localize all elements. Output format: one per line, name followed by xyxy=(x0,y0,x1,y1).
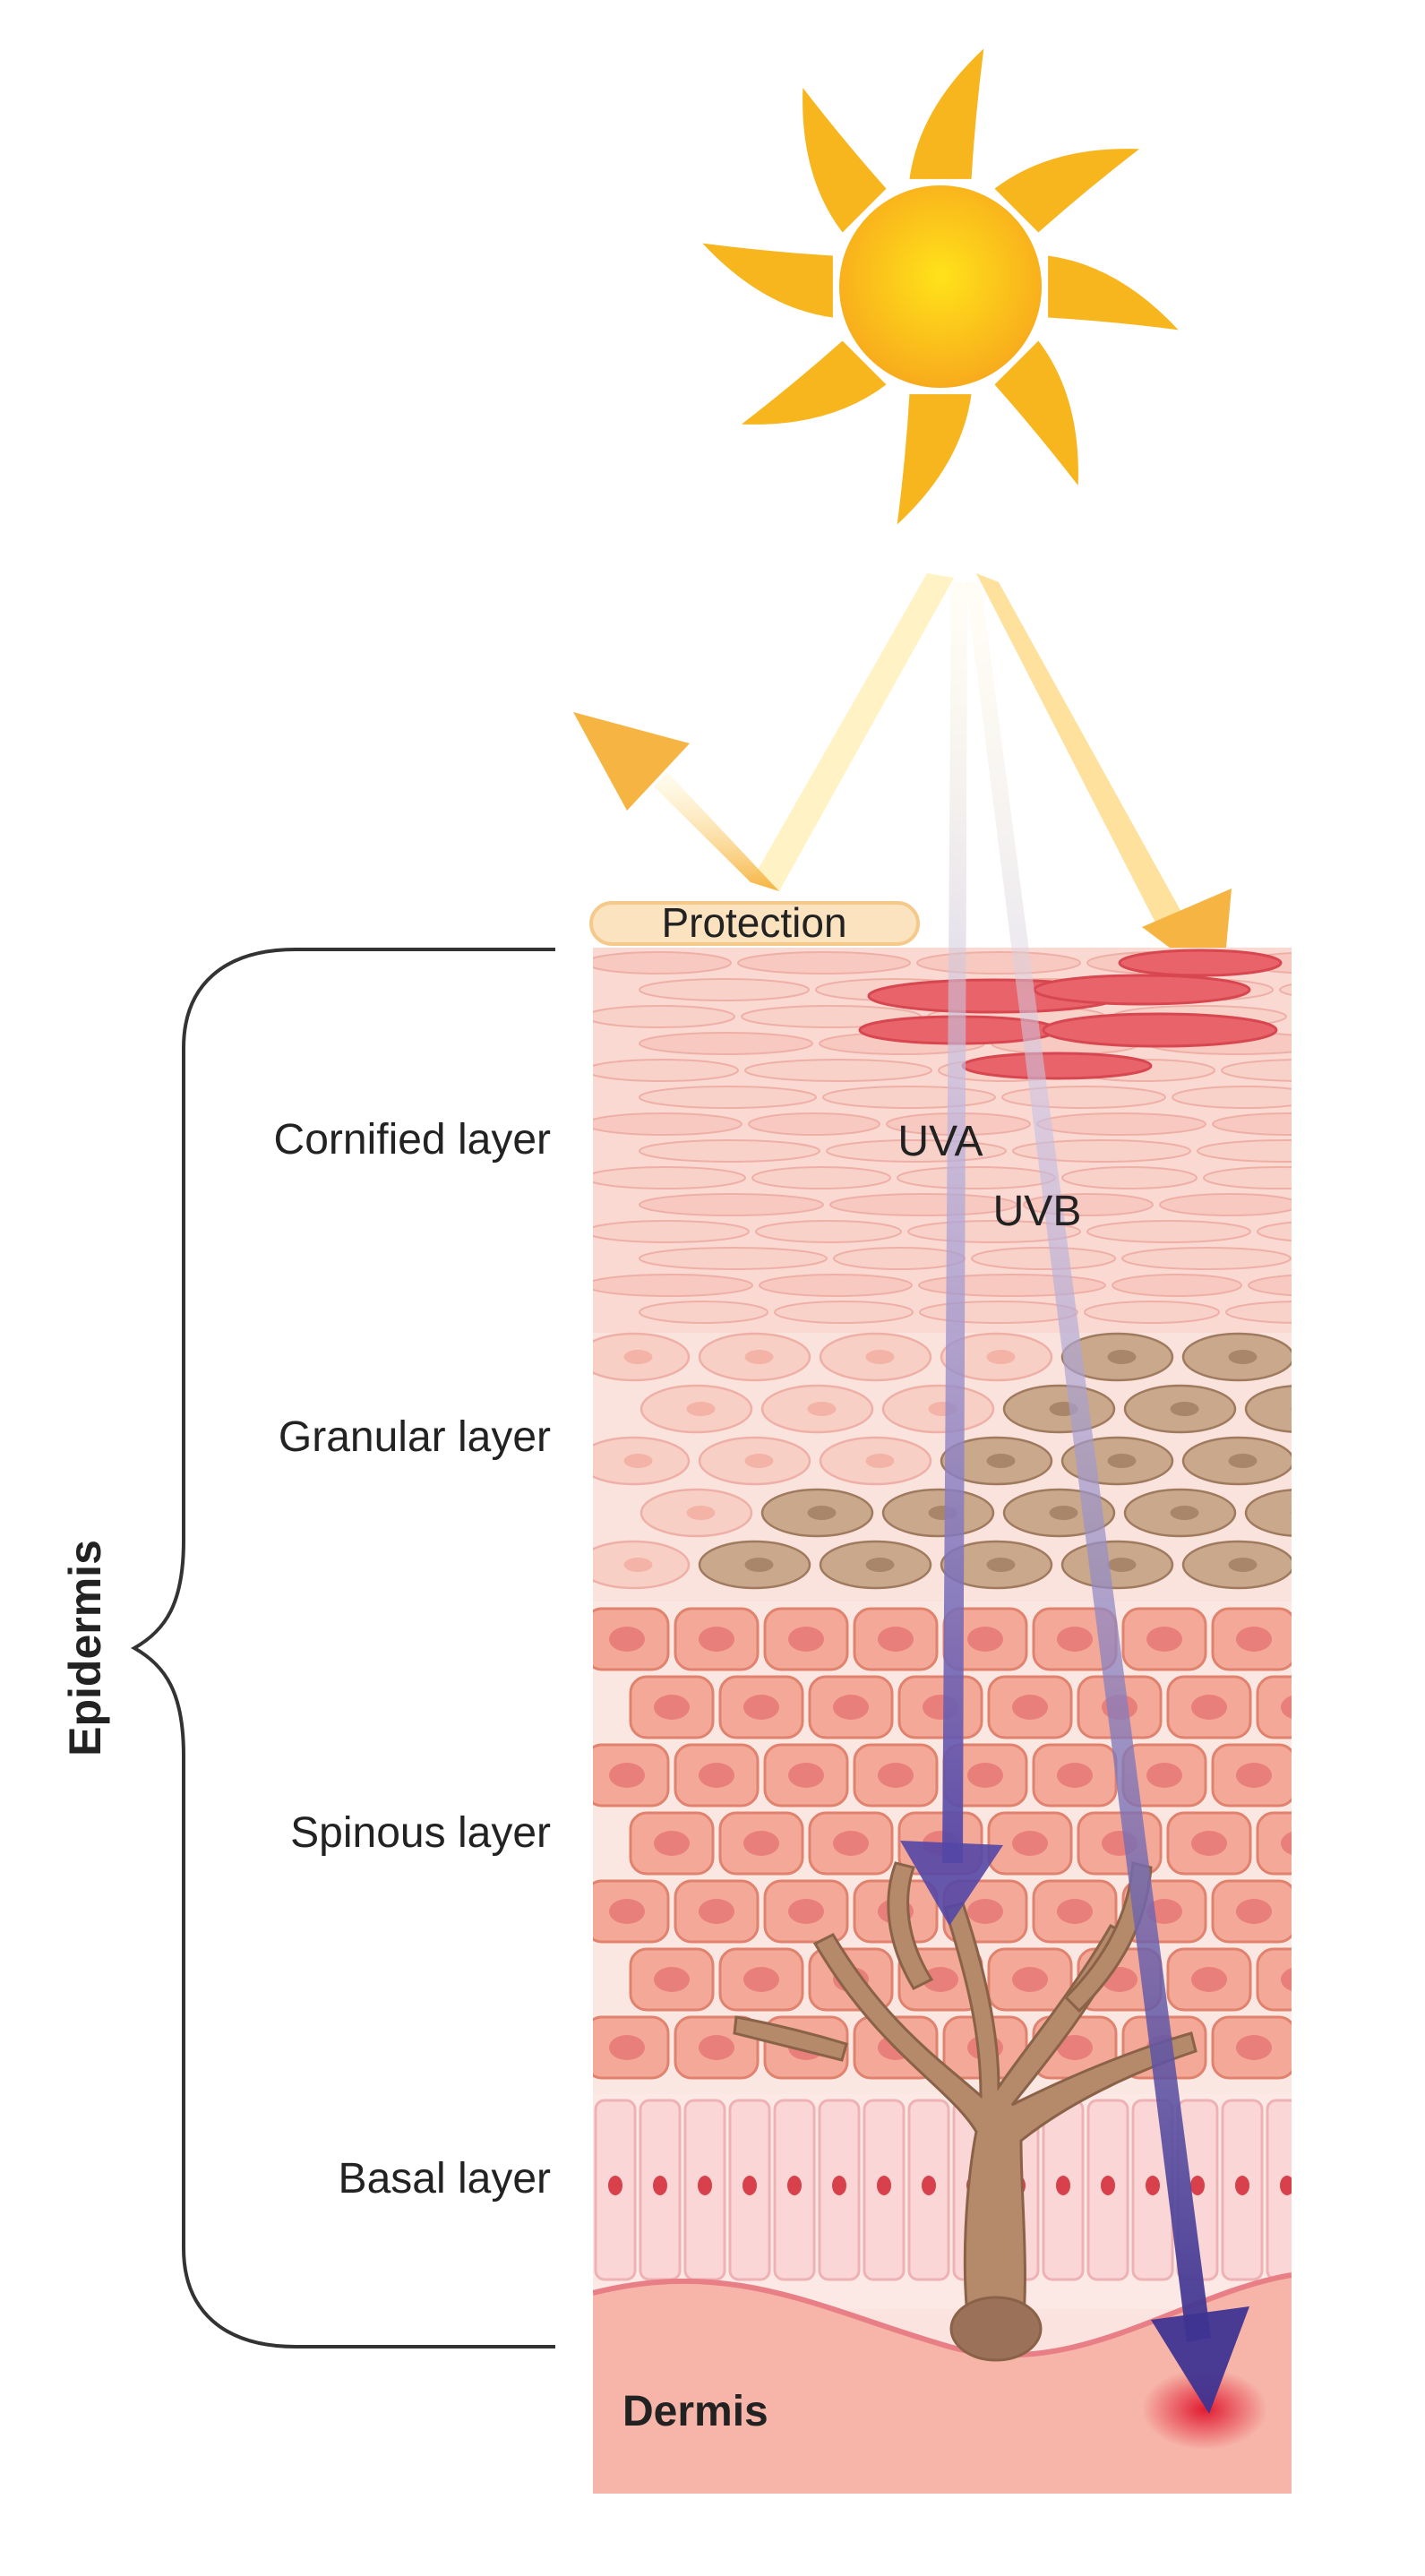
cornified-cell xyxy=(897,1166,1056,1189)
spinous-cell xyxy=(1302,1745,1385,1806)
skin-block xyxy=(593,948,1425,2494)
cornified-cell xyxy=(1279,983,1292,996)
cornified-cell xyxy=(751,1166,891,1189)
uva-arrow-icon xyxy=(900,582,1003,1926)
uva-label: UVA xyxy=(897,1118,983,1165)
cornified-cell xyxy=(755,1220,902,1243)
cornified-cell xyxy=(593,1005,735,1028)
cornified-cell xyxy=(1159,1193,1292,1216)
basal-layer-label: Basal layer xyxy=(339,2155,551,2202)
burned-surface-cells xyxy=(858,949,1283,1080)
sun-ray xyxy=(909,48,984,179)
cornified-cell xyxy=(639,1086,817,1109)
cornified-cell xyxy=(1293,1006,1425,1027)
cornified-cell xyxy=(1036,1112,1206,1136)
cornified-cell xyxy=(822,1086,996,1109)
melanocyte-icon xyxy=(733,1861,1198,2362)
cornified-cell xyxy=(1203,1166,1292,1189)
spinous-cell xyxy=(1256,1947,1292,2012)
epidermis-label: Epidermis xyxy=(60,1540,110,1756)
cornified-cell xyxy=(1221,1059,1292,1082)
cornified-cell xyxy=(639,1193,824,1216)
cornified-cell xyxy=(759,1274,913,1297)
sun-ray xyxy=(803,87,887,233)
cornified-cell xyxy=(639,1301,768,1324)
cornified-cell xyxy=(1086,1220,1251,1243)
cornified-cell xyxy=(593,951,732,975)
spinous-cell xyxy=(1302,1881,1385,1942)
cornified-layer-label: Cornified layer xyxy=(274,1116,551,1163)
reflected-ray-arrow xyxy=(573,712,779,891)
cornified-cell xyxy=(593,1112,743,1136)
cornified-cell xyxy=(916,951,1081,975)
cornified-cell xyxy=(1225,1301,1292,1324)
cornified-cell xyxy=(774,1301,914,1324)
cornified-cell xyxy=(1257,1221,1292,1242)
cornified-cell xyxy=(1248,1274,1292,1297)
damage-spot-icon xyxy=(1142,2369,1267,2450)
spinous-cell xyxy=(1256,1675,1292,1739)
sun-ray xyxy=(1048,255,1179,331)
incoming-ray-left xyxy=(751,573,954,891)
sun-ray xyxy=(702,243,833,318)
granular-layer-label: Granular layer xyxy=(279,1413,551,1461)
melanin-granule-cell xyxy=(1304,1541,1414,1588)
cornified-cell xyxy=(971,1247,1116,1270)
protection-badge: Protection xyxy=(589,899,920,946)
epidermis-brace xyxy=(130,948,555,2348)
cornified-cell xyxy=(829,1193,1017,1216)
cornified-cell xyxy=(919,1301,1078,1324)
cornified-cell xyxy=(748,1112,880,1136)
sun-icon xyxy=(702,48,1179,525)
cornified-cell xyxy=(639,978,810,1001)
spinous-layer-label: Spinous layer xyxy=(290,1809,551,1857)
cornified-cell xyxy=(593,1220,750,1243)
dermis-region xyxy=(593,2275,1292,2494)
dermis-label: Dermis xyxy=(622,2388,768,2435)
sun-ray xyxy=(994,149,1140,233)
cornified-cell xyxy=(593,1166,746,1189)
cornified-cell xyxy=(639,1139,820,1163)
cornified-cell xyxy=(593,1059,739,1082)
cornified-cell xyxy=(1084,1301,1220,1324)
cornified-cell xyxy=(1001,1086,1166,1109)
spinous-cell xyxy=(1302,1609,1385,1670)
sun-ray xyxy=(897,394,972,525)
melanin-granule-cell xyxy=(1244,1489,1292,1537)
incoming-ray-right xyxy=(976,573,1182,923)
spinous-cell xyxy=(1302,2017,1385,2078)
cornified-cell xyxy=(1197,1139,1292,1163)
melanin-granule-cell xyxy=(1244,1385,1292,1433)
protection-label: Protection xyxy=(661,899,846,946)
uvb-label: UVB xyxy=(993,1188,1082,1235)
melanin-granule-cell xyxy=(1304,1438,1414,1484)
sun-ray xyxy=(741,340,887,425)
melanin-granule-cell xyxy=(1304,1334,1414,1380)
uvb-arrow-icon xyxy=(966,582,1249,2414)
cornified-cell xyxy=(1012,1139,1191,1163)
cornified-cell xyxy=(1212,1112,1292,1136)
cornified-cell xyxy=(1172,1086,1292,1109)
cornified-cell xyxy=(593,1274,753,1297)
spinous-cell xyxy=(1256,1811,1292,1876)
sun-ray xyxy=(994,340,1078,486)
cornified-cell xyxy=(1112,1274,1242,1297)
cornified-cell xyxy=(639,1032,813,1055)
cornified-cell xyxy=(1061,1166,1198,1189)
cornified-cell xyxy=(744,1059,932,1082)
cornified-cell xyxy=(1298,1248,1425,1269)
cornified-cell xyxy=(833,1247,966,1270)
cornified-cell xyxy=(639,1247,828,1270)
cornified-cell xyxy=(1121,1247,1292,1270)
cornified-cell xyxy=(737,951,911,975)
